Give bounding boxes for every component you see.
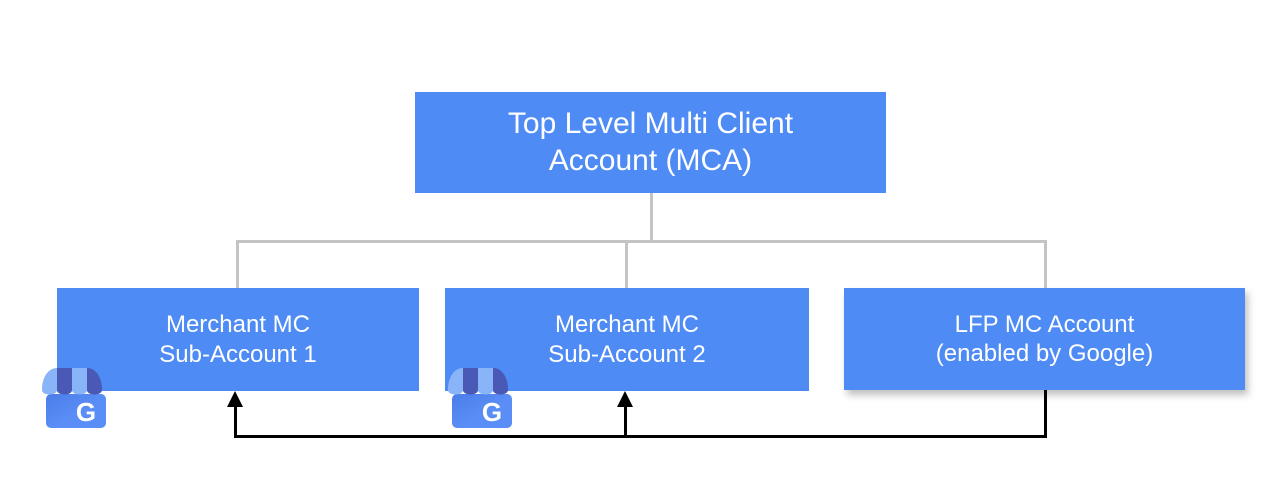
node-merchant-sub-account-2[interactable]: Merchant MC Sub-Account 2 [445, 288, 809, 391]
node-merchant-sub-account-1-label: Merchant MC Sub-Account 1 [159, 311, 317, 368]
arrow-head-to-sub2-icon [617, 391, 633, 407]
connector-drop-sub2 [625, 240, 628, 289]
node-merchant-sub-account-2-label: Merchant MC Sub-Account 2 [548, 311, 706, 368]
connector-drop-sub1 [236, 240, 239, 289]
connector-top-stem [650, 193, 653, 242]
node-merchant-sub-account-1[interactable]: Merchant MC Sub-Account 1 [57, 288, 419, 391]
node-top-level-mca-label: Top Level Multi Client Account (MCA) [507, 106, 794, 177]
node-lfp-mc-account-label: LFP MC Account (enabled by Google) [935, 310, 1154, 367]
feedback-riser-to-sub1 [234, 404, 237, 437]
google-g-letter: G [76, 397, 96, 427]
feedback-riser-to-sub2 [624, 404, 627, 437]
google-g-letter: G [482, 397, 502, 427]
connector-horizontal-bus [236, 240, 1046, 243]
node-lfp-mc-account[interactable]: LFP MC Account (enabled by Google) [844, 288, 1245, 390]
connector-drop-lfp [1044, 240, 1047, 289]
arrow-head-to-sub1-icon [227, 391, 243, 407]
node-top-level-mca[interactable]: Top Level Multi Client Account (MCA) [415, 92, 886, 193]
feedback-riser-from-lfp [1044, 390, 1047, 437]
feedback-horizontal-bus [234, 435, 1047, 438]
google-business-profile-icon: G [42, 368, 106, 428]
google-business-profile-icon: G [448, 368, 512, 428]
